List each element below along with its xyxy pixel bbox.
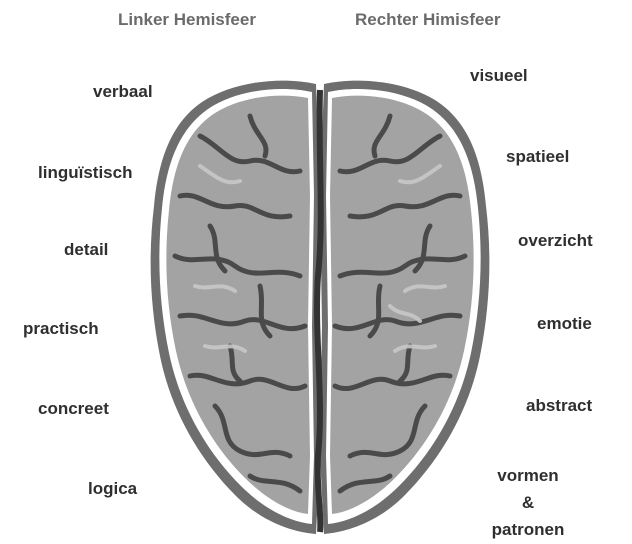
left-trait-label: detail	[64, 240, 108, 260]
brain-illustration	[140, 76, 500, 538]
left-hemisphere	[151, 81, 320, 534]
left-trait-label: practisch	[23, 319, 99, 339]
right-trait-label: spatieel	[506, 147, 569, 167]
right-trait-line: &	[480, 489, 576, 516]
left-trait-label: concreet	[38, 399, 109, 419]
right-trait-line: vormen	[480, 462, 576, 489]
left-hemisphere-heading: Linker Hemisfeer	[118, 10, 256, 30]
left-trait-label: verbaal	[93, 82, 153, 102]
right-hemisphere-heading: Rechter Himisfeer	[355, 10, 501, 30]
left-trait-label: logica	[88, 479, 137, 499]
right-trait-label: emotie	[537, 314, 592, 334]
longitudinal-fissure	[317, 90, 321, 532]
right-trait-label: overzicht	[518, 231, 593, 251]
right-trait-multiline-label: vormen & patronen	[480, 462, 576, 543]
left-trait-label: linguïstisch	[38, 163, 132, 183]
right-trait-line: patronen	[480, 516, 576, 543]
right-hemisphere	[320, 81, 489, 534]
right-trait-label: abstract	[526, 396, 592, 416]
right-trait-label: visueel	[470, 66, 528, 86]
